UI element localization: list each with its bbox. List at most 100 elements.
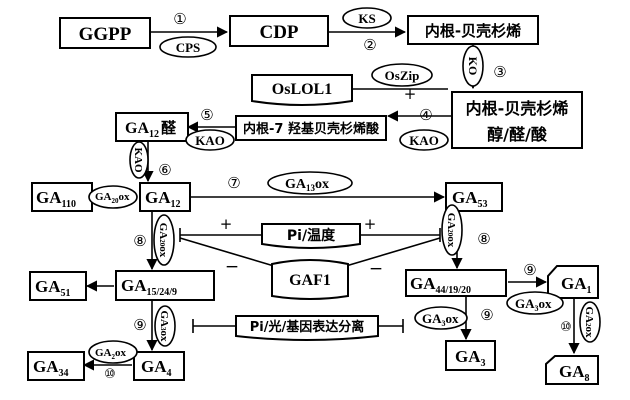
pi-temp-label: Pi/温度 [287,227,336,244]
ga1-box [547,265,599,299]
ga53-prefix: GA [452,188,478,207]
ga34-sub: 34 [59,368,69,379]
step-3: ③ [493,63,506,81]
ga15-sub: 15/24/9 [147,287,178,298]
step-5: ⑤ [200,106,213,124]
ga20ox-left-ox: ox [119,191,131,203]
step-2: ② [363,36,376,54]
ga3ox-right-ox: ox [539,296,553,311]
ga20ox-left-label: GA20ox [95,191,130,205]
pi-light-label: Pi/光/基因表达分离 [250,319,364,335]
ga44-label: GA44/19/20 [410,274,471,296]
ga13ox-ox: ox [315,177,329,192]
ga3ox-right-sub: 3 [535,304,539,313]
ga3ox-left-prefix: GA [158,311,170,328]
cps-label: CPS [176,40,201,55]
ga20ox-mid-sub: 20 [158,239,166,247]
kao-left-label: KAO [195,133,225,148]
ga4-box [133,351,185,381]
cdp-box [229,15,329,47]
ga2ox-enzyme-right [579,301,601,343]
ga4-prefix: GA [141,357,167,376]
step-4: ④ [419,106,432,124]
ga2ox-left-prefix: GA [95,347,112,359]
ga2ox-right-label: GA2ox [583,307,595,339]
ga2ox-left-sub: 2 [112,353,116,361]
ga8-label: GA8 [559,362,590,384]
ga1-prefix: GA [561,274,587,293]
ga20ox-enzyme-left [88,185,138,209]
kao-enzyme-right [399,129,449,151]
ga3ox-enzyme-mid [414,306,468,330]
ga53-label: GA53 [452,188,488,210]
ga12-aldehyde-sub: 12 [149,129,159,140]
ko-enzyme [462,45,484,87]
pi-temp-plus-left: + [220,215,233,233]
ga20ox-right-ox: ox [445,236,457,248]
ga20ox-mid-prefix: GA [157,223,169,240]
ggpp-label: GGPP [79,24,132,45]
step-8-right: ⑧ [477,230,490,248]
ga51-prefix: GA [35,277,61,296]
ks-label: KS [358,11,375,26]
ga20ox-left-sub: 20 [112,197,120,205]
ga3ox-right-label: GA3ox [515,296,552,313]
kaurene-derivatives-box [451,91,583,149]
ga3ox-mid-label: GA3ox [422,311,459,328]
ga53-sub: 53 [478,199,488,210]
ggpp-box [59,17,151,49]
ga2ox-left-label: GA2ox [95,347,127,361]
ga44-box [405,269,507,297]
ga3ox-enzyme-left [154,305,176,347]
ent-7oh-kaurenoic-box [235,115,387,141]
ga15-box [115,270,215,301]
ga3ox-right-prefix: GA [515,296,535,311]
ga2ox-enzyme-left [88,340,138,364]
ga3ox-left-label: GA3ox [158,311,170,343]
ga51-box [29,271,87,301]
ga12-sub: 12 [171,199,181,210]
step-10-left: ⑩ [104,367,116,382]
step-6: ⑥ [158,161,171,179]
pi-temp-box [261,223,361,249]
ga4-sub: 4 [167,368,172,379]
pi-light-box [235,315,379,341]
ga20ox-right-sub: 20 [446,229,454,237]
ga20ox-mid-label: GA20ox [157,223,169,258]
ga8-box [545,355,599,385]
ga34-label: GA34 [33,357,69,379]
ent-kaurene-label: 内根-贝壳杉烯 [425,22,521,40]
pi-temp-plus-right: + [364,215,377,233]
ga2ox-right-prefix: GA [583,307,595,324]
ga12-label: GA12 [145,188,181,210]
cps-enzyme [159,36,217,58]
step-1: ① [173,10,186,28]
ga110-label: GA110 [36,188,76,210]
ga13ox-sub: 13 [306,183,316,193]
oszip-plus-sign: + [404,85,417,103]
ga3ox-mid-sub: 3 [442,319,446,328]
kao-enzyme-vertical [129,141,149,179]
ga34-box [27,351,85,381]
ga3ox-mid-ox: ox [446,311,460,326]
oslol1-doc-shape [251,74,353,106]
step-9-mid: ⑨ [480,306,493,324]
kaurene-derivatives-line1: 内根-贝壳杉烯 [466,99,569,118]
ks-enzyme [342,7,392,29]
ga3ox-left-sub: 3 [159,327,167,331]
ga44-prefix: GA [410,274,436,293]
ga8-sub: 8 [585,373,590,384]
gaf1-minus-right: − [369,259,383,279]
gaf1-label: GAF1 [289,272,331,289]
ga20ox-left-prefix: GA [95,191,112,203]
ga20ox-right-label: GA20ox [445,213,457,248]
ga12-box [139,182,191,212]
kao-vertical-label: KAO [132,147,144,173]
ent-7oh-kaurenoic-label: 内根-7 羟基贝壳杉烯酸 [243,121,380,137]
gaf1-inhibit-right [345,237,441,267]
gaf1-box [271,259,349,300]
ga20ox-mid-ox: ox [157,246,169,258]
ga13ox-prefix: GA [285,177,307,192]
